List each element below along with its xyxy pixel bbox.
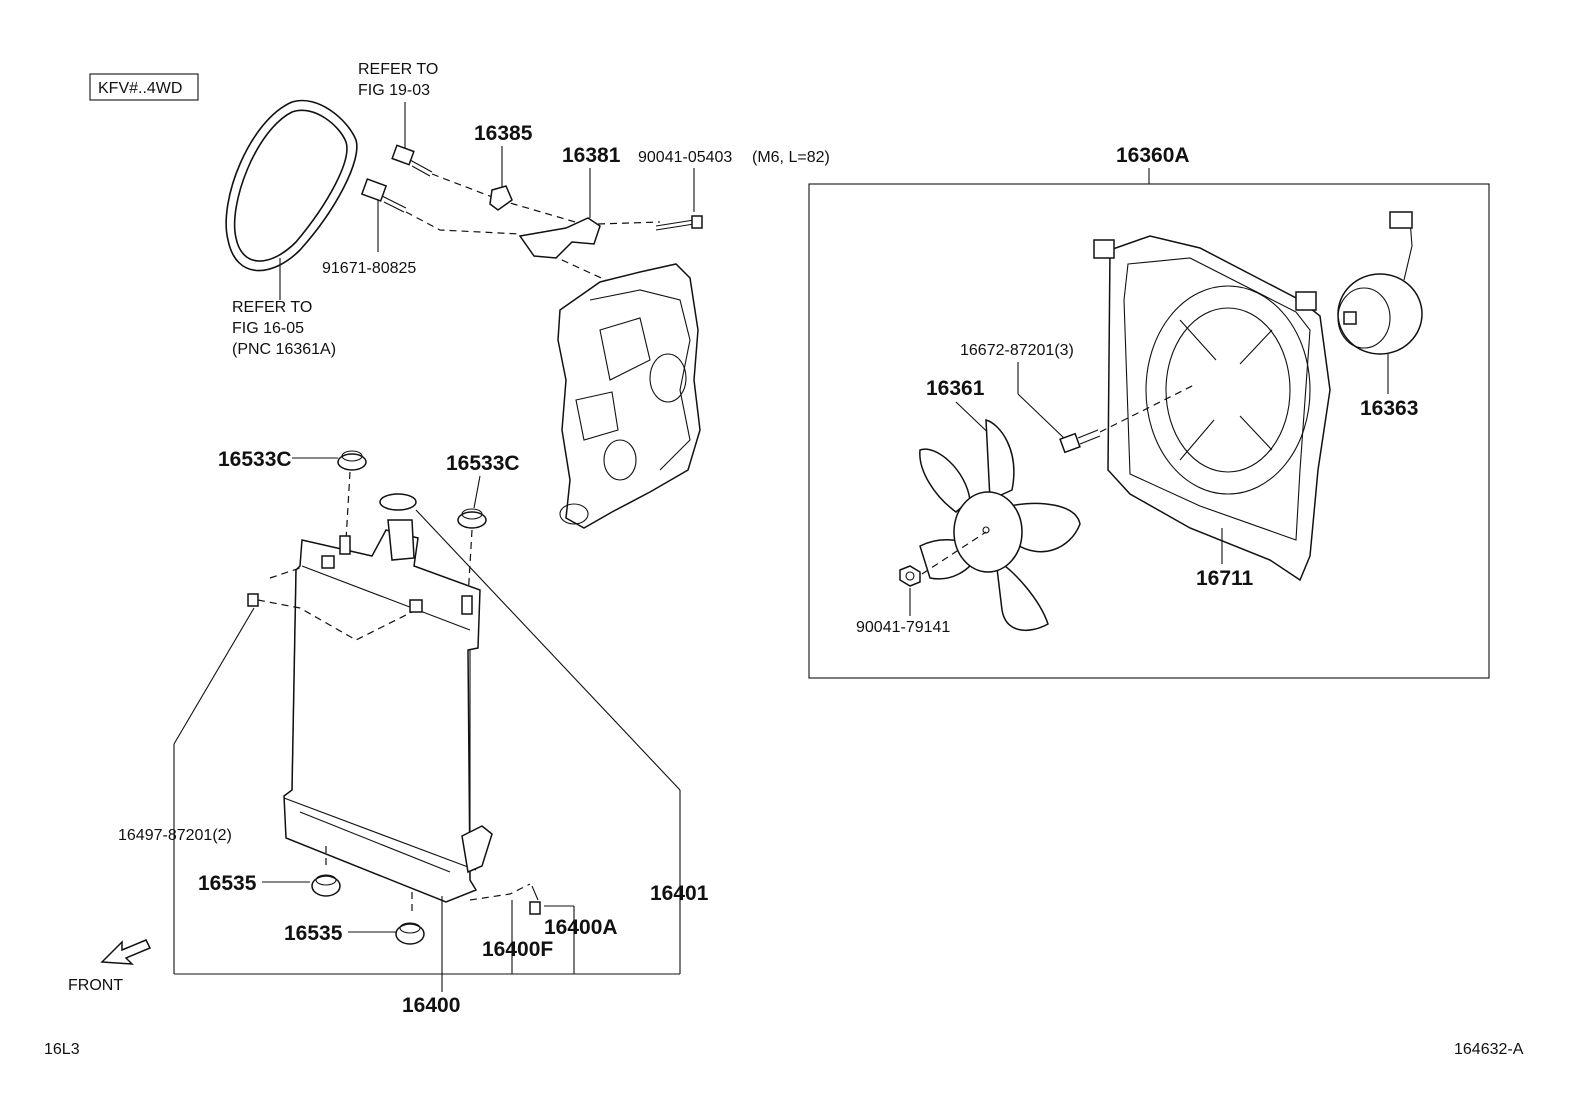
cushion-16535-a	[311, 874, 341, 897]
label-16533C-right: 16533C	[446, 452, 520, 475]
footer-right: 164632-A	[1454, 1041, 1524, 1058]
bolt-16672	[1059, 429, 1101, 454]
label-16381: 16381	[562, 144, 621, 167]
model-tag-box	[89, 73, 199, 101]
label-16533C-left: 16533C	[218, 448, 292, 471]
label-16400A: 16400A	[544, 916, 618, 939]
label-90041-79141: 90041-79141	[856, 619, 950, 636]
label-16385: 16385	[474, 122, 533, 145]
bolt-upper	[391, 144, 433, 177]
label-16672-87201: 16672-87201(3)	[960, 342, 1074, 359]
bolt-91671-icon	[360, 178, 407, 213]
refer-fig-16-line3: (PNC 16361A)	[232, 341, 336, 358]
fan-shroud-16711	[1093, 235, 1331, 582]
label-16401: 16401	[650, 882, 709, 905]
radiator-16400	[283, 519, 493, 903]
front-arrow-icon	[100, 939, 152, 965]
label-16535-b: 16535	[284, 922, 343, 945]
label-16363: 16363	[1360, 397, 1418, 420]
bracket-16381	[518, 217, 601, 259]
cushion-16533C-left	[337, 450, 367, 471]
label-16361: 16361	[926, 377, 985, 400]
label-16400: 16400	[402, 994, 460, 1017]
timing-cover	[557, 263, 701, 529]
cushion-16533C-right	[457, 508, 487, 529]
radiator-cap	[379, 493, 417, 511]
clip-16385	[489, 185, 513, 211]
label-16497-87201: 16497-87201(2)	[118, 827, 232, 844]
clip-16497	[247, 593, 259, 607]
fan-assembly-box	[808, 183, 1490, 679]
label-91671-80825: 91671-80825	[322, 260, 416, 277]
long-bolt-90041	[655, 215, 703, 231]
footer-left: 16L3	[44, 1041, 80, 1058]
model-tag: KFV#..4WD	[98, 80, 182, 97]
fan-motor-16363	[1337, 211, 1423, 355]
label-90041-05403-spec: (M6, L=82)	[752, 149, 830, 166]
refer-fig-19-line2: FIG 19-03	[358, 82, 430, 99]
label-16360A: 16360A	[1116, 144, 1190, 167]
label-16535-a: 16535	[198, 872, 257, 895]
label-90041-05403: 90041-05403	[638, 149, 732, 166]
drain-cock-16400A	[529, 885, 541, 915]
label-16400F: 16400F	[482, 938, 553, 961]
label-16711: 16711	[1196, 567, 1254, 590]
refer-fig-16-line1: REFER TO	[232, 299, 312, 316]
cushion-16535-b	[395, 922, 425, 945]
front-label: FRONT	[68, 977, 123, 994]
refer-fig-16-line2: FIG 16-05	[232, 320, 304, 337]
drive-belt	[225, 99, 358, 272]
refer-fig-19-line1: REFER TO	[358, 61, 438, 78]
nut-90041-79141	[899, 565, 921, 587]
fan-blade-16361	[919, 418, 1081, 631]
